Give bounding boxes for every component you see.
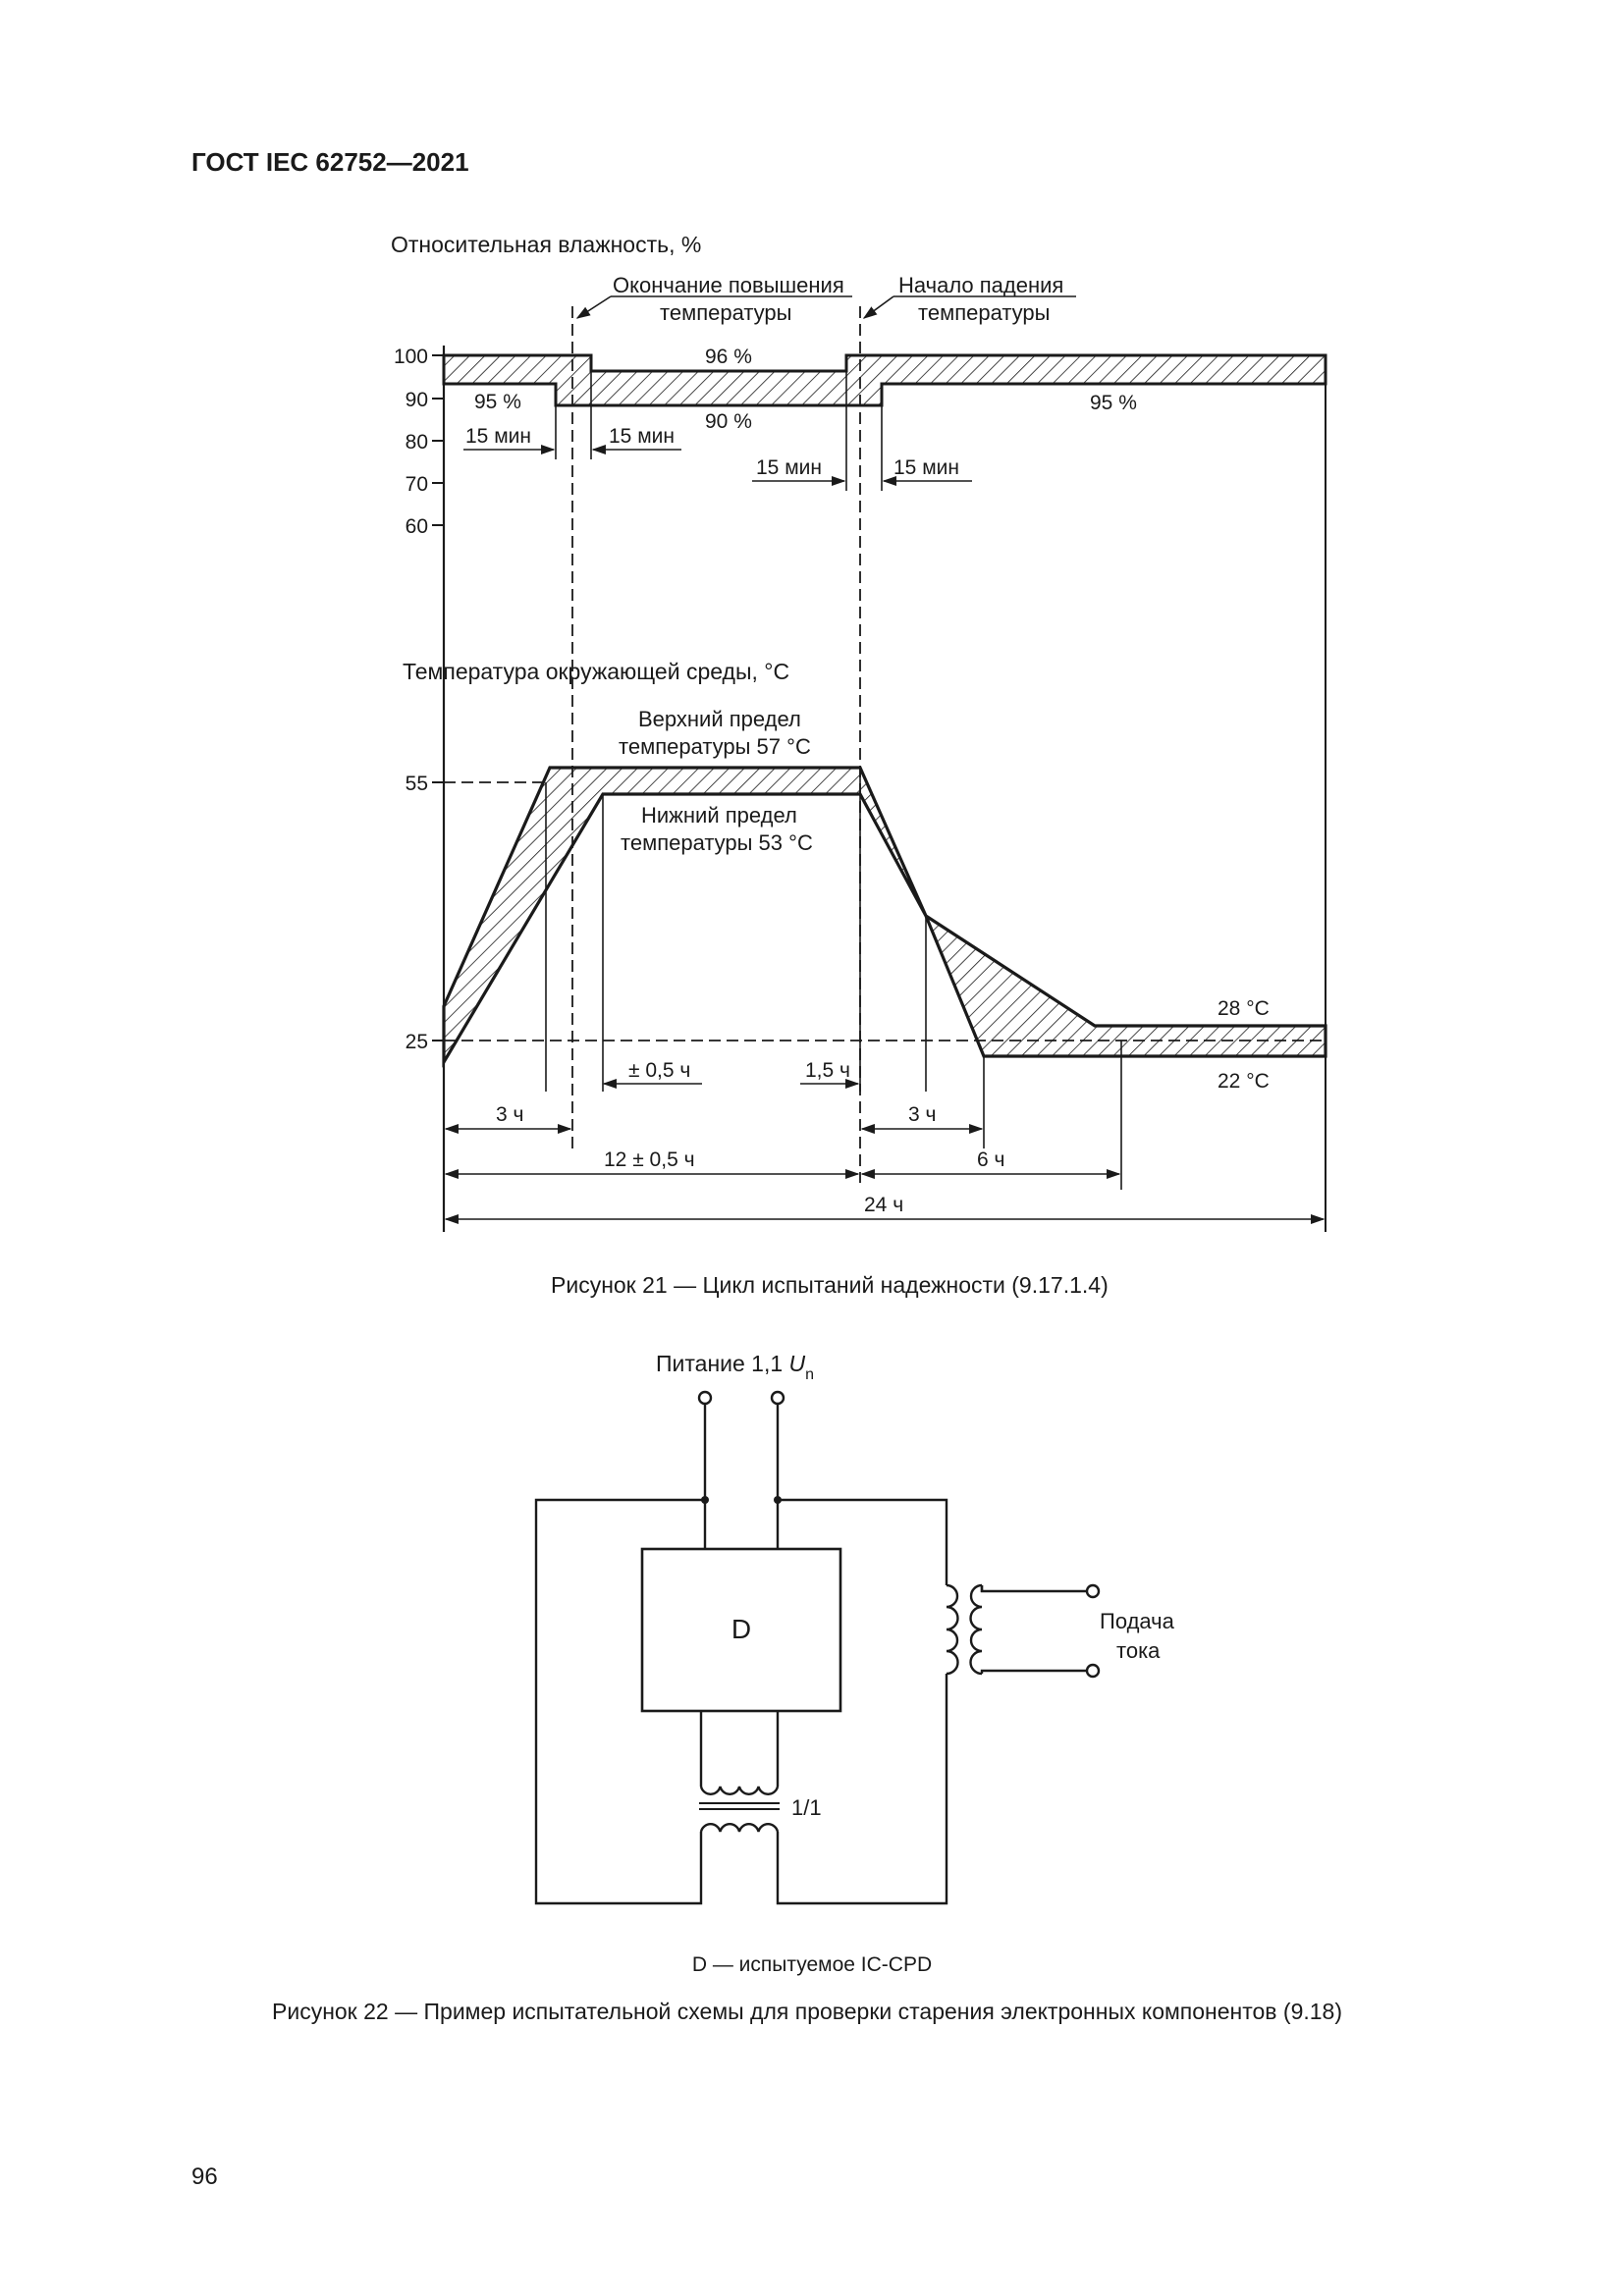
temperature-axis-label: Температура окружающей среды, °C [403,659,789,684]
upper-limit-label-1: Верхний предел [638,707,801,731]
device-label: D [731,1614,751,1644]
temperature-envelope [442,766,1327,1068]
primary-coil [946,1583,959,1676]
temperature-tick-55: 55 [406,773,428,795]
humidity-tick-70: 70 [406,473,428,496]
humidity-axis-label: Относительная влажность, % [391,232,701,257]
h12-label: 12 ± 0,5 ч [604,1148,695,1171]
supply-terminal-right [770,1390,785,1406]
lower-limit-label-1: Нижний предел [641,803,797,828]
supply-terminal-left [697,1390,713,1406]
upper-limit-label-2: температуры 57 °C [619,734,811,759]
time-interval-lines [545,768,1122,1190]
temp-22-label: 22 °C [1218,1070,1270,1093]
h3-right-label: 3 ч [908,1103,936,1126]
h24-label: 24 ч [864,1194,903,1216]
h3-left-label: 3 ч [496,1103,523,1126]
h6-label: 6 ч [977,1148,1004,1171]
figure-22-test-circuit: Питание 1,1 Un Подача тока D 1/1 D — исп… [534,1351,1175,1976]
current-feed-label-1: Подача [1100,1609,1175,1633]
humidity-tick-100: 100 [394,346,428,368]
temperature-tick-25: 25 [406,1031,428,1053]
rh-90: 90 % [705,410,752,433]
supply-label: Питание 1,1 Un [656,1351,814,1383]
current-terminal-bottom [1085,1663,1101,1679]
outer-loop-left [534,1498,705,1905]
document-header: ГОСТ IEC 62752—2021 [191,147,469,177]
humidity-tick-90: 90 [406,389,428,411]
ratio-label: 1/1 [791,1795,822,1820]
rh-95-left: 95 % [474,391,521,413]
pm05h-label: ± 0,5 ч [628,1059,690,1082]
lower-limit-label-2: температуры 53 °C [621,830,813,855]
temperature-ticks [432,781,444,1041]
humidity-ticks [432,354,444,526]
secondary-coil [969,1583,983,1676]
current-feed-label-2: тока [1116,1638,1161,1663]
min15-a: 15 мин [465,425,531,448]
figure-21-reliability-cycle: Относительная влажность, % Температура о… [391,232,1327,1232]
end-of-rise-label-2: температуры [660,300,791,325]
lower-winding [699,1823,780,1833]
current-terminal-top [1085,1583,1101,1599]
fifteen-min-markers [463,371,972,491]
min15-d: 15 мин [893,456,959,479]
min15-c: 15 мин [756,456,822,479]
start-of-fall-label-2: температуры [918,300,1050,325]
h15-label: 1,5 ч [805,1059,850,1082]
humidity-tick-60: 60 [406,515,428,538]
outer-loop-right [778,1498,948,1585]
figure-21-caption: Рисунок 21 — Цикл испытаний надежности (… [551,1272,1109,1298]
rh-96: 96 % [705,346,752,368]
rh-95-right: 95 % [1090,392,1137,414]
min15-b: 15 мин [609,425,675,448]
page-number: 96 [191,2163,218,2190]
end-of-rise-leader [575,295,612,319]
start-of-fall-leader [862,295,894,319]
humidity-tick-80: 80 [406,431,428,454]
temp-28-label: 28 °C [1218,997,1270,1020]
figure-22-caption: Рисунок 22 — Пример испытательной схемы … [272,1999,1342,2024]
start-of-fall-label-1: Начало падения [898,273,1063,297]
upper-winding [699,1786,780,1795]
humidity-band [442,353,1327,407]
end-of-rise-label-1: Окончание повышения [613,273,844,297]
figure-22-legend: D — испытуемое IC-CPD [692,1953,932,1976]
time-dimension-arrows [444,1078,1326,1225]
device-under-test-box [640,1547,842,1713]
